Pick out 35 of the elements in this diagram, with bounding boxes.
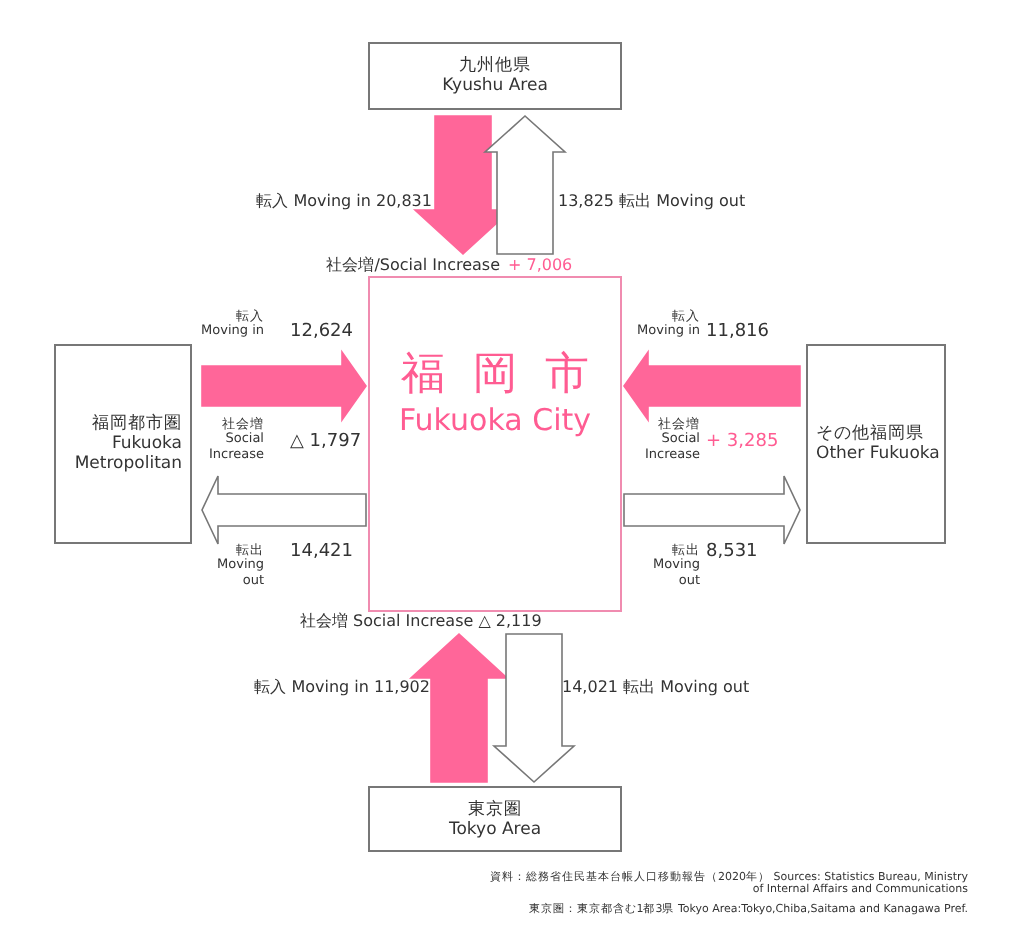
region-name-japanese: その他福岡県 [816, 424, 924, 444]
flow-label: △ 1,797 [290, 432, 364, 453]
region-name-english: Tokyo Area [448, 819, 542, 839]
flow-label: 14,421 [290, 542, 355, 563]
flow-label: 転入 Moving in 11,902 [252, 678, 430, 697]
flow-label: 13,825 転出 Moving out [558, 192, 748, 211]
filled-block-arrow [623, 349, 801, 423]
increase-value: + 3,285 [706, 432, 781, 453]
outline-block-arrow [491, 633, 577, 784]
flow-label: 転入 Moving in 20,831 [254, 192, 432, 211]
outline-block-arrow [201, 475, 367, 545]
city-name-english: Fukuoka City [398, 402, 591, 438]
flow-label: 社会増 Social Increase △ 2,119 [300, 612, 544, 631]
region-name-english: Kyushu Area [442, 76, 548, 96]
region-name-english: Fukuoka Metropolitan [72, 434, 182, 474]
city-name-japanese: 福岡市 [399, 350, 617, 402]
region-box [806, 344, 946, 544]
filled-block-arrow [408, 632, 510, 783]
region-name-english: Other Fukuoka [816, 444, 940, 464]
outline-block-arrow [482, 114, 568, 255]
flow-label: 8,531 [706, 542, 760, 563]
region-box [368, 42, 622, 110]
city-box [368, 276, 622, 612]
region-name-japanese: 東京圏 [468, 799, 522, 819]
flow-label: 14,021 転出 Moving out [562, 678, 752, 697]
flow-label: 12,624 [290, 322, 355, 343]
outline-block-arrow [623, 475, 801, 545]
region-box [54, 344, 192, 544]
increase-value: + 7,006 [508, 256, 575, 275]
filled-block-arrow [201, 349, 367, 423]
region-box [368, 786, 622, 852]
flow-label: 11,816 [706, 322, 771, 343]
flow-label: 社会増/Social Increase [324, 256, 500, 275]
region-name-japanese: 九州他県 [459, 56, 531, 76]
region-name-japanese: 福岡都市圏 [92, 414, 182, 434]
